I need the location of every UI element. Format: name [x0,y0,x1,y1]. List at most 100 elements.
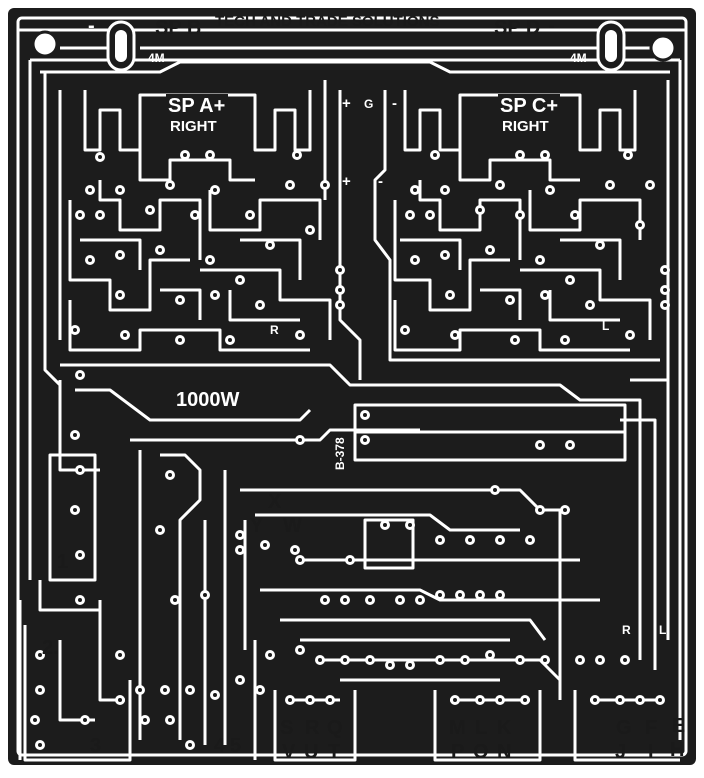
pad-drill [418,598,422,602]
channel-c-label: SP C+ [500,95,558,117]
pad-drill [368,658,372,662]
minus-label-left: - [88,15,95,37]
pad-drill [663,303,667,307]
rail-ground: G [364,97,373,111]
pad-drill [98,155,102,159]
pad-drill [73,433,77,437]
pad-drill [118,253,122,257]
pad-drill [438,593,442,597]
pad-drill [363,438,367,442]
pad-drill [178,338,182,342]
point-y: Y [250,515,264,537]
pad-drill [288,698,292,702]
pad-drill [468,538,472,542]
pad-drill [626,153,630,157]
pad-drill [138,688,142,692]
pad-drill [398,598,402,602]
pad-drill [238,278,242,282]
pad-drill [538,508,542,512]
channel-a-side: RIGHT [170,118,217,135]
connector-srq: S R Q V U T [280,717,343,763]
pad-drill [238,548,242,552]
pad-drill [588,303,592,307]
pad-drill [238,533,242,537]
point-r: R [305,717,320,739]
pad-drill [463,658,467,662]
pad-drill [118,188,122,192]
mount-4m-right: 4M [570,51,587,65]
power-rating: 1000W [176,389,239,411]
pad-drill [568,278,572,282]
pad-drill [118,293,122,297]
point-l: L [475,717,487,739]
pad-drill [618,698,622,702]
pad-drill [73,328,77,332]
pad-drill [78,598,82,602]
pad-drill [78,373,82,377]
pad-drill [488,653,492,657]
pad-drill [38,743,42,747]
rail-minus-low: - [378,173,383,190]
pad-drill [188,743,192,747]
pad-drill [478,698,482,702]
pad-drill [78,468,82,472]
pad-drill [498,183,502,187]
pad-drill [518,213,522,217]
point-4: 4 [214,735,226,757]
pad-drill [268,653,272,657]
pad-drill [288,183,292,187]
channel-c-side: RIGHT [502,118,549,135]
pad-drill [163,688,167,692]
pad-drill [543,293,547,297]
rail-plus-low: + [342,173,351,190]
point-k: K [497,717,512,739]
pad-drill [293,548,297,552]
pad-drill [663,288,667,292]
mount-4m-left: 4M [148,51,165,65]
point-q: Q [327,717,343,739]
pad-drill [248,213,252,217]
pad-drill [408,663,412,667]
pad-drill [563,508,567,512]
pad-drill [318,658,322,662]
pad-drill [408,213,412,217]
pad-drill [168,183,172,187]
pad-drill [363,413,367,417]
pad-drill [295,153,299,157]
pad-drill [538,443,542,447]
rail-plus-top: + [342,95,351,112]
pad-drill [338,288,342,292]
pad-drill [193,213,197,217]
point-s: S [280,717,293,739]
pad-drill [183,153,187,157]
rail-minus-top: - [392,95,397,112]
point-g: G [616,717,632,739]
board-labels: - SP B TECH AND TRADE SOLUTIONS SP D - 4… [42,13,685,763]
pad-drill [518,153,522,157]
pad-drill [513,338,517,342]
pad-drill [403,328,407,332]
pad-drill [158,528,162,532]
pad-drill [33,718,37,722]
pad-drill [203,593,207,597]
pad-drill [433,153,437,157]
pad-drill [628,333,632,337]
pad-drill [158,248,162,252]
pad-drill [453,698,457,702]
pad-drill [338,303,342,307]
pad-drill [658,698,662,702]
pad-drill [143,718,147,722]
pad-drill [623,658,627,662]
point-m: M [449,717,466,739]
point-3: 3 [90,735,101,757]
pad-drill [518,658,522,662]
point-u: U [304,741,318,763]
pad-drill [388,663,392,667]
point-5: 5 [230,735,241,757]
pad-drill [148,208,152,212]
pad-drill [308,228,312,232]
pad-drill [263,543,267,547]
channel-a-label: SP A+ [168,95,225,117]
pad-drill [563,338,567,342]
